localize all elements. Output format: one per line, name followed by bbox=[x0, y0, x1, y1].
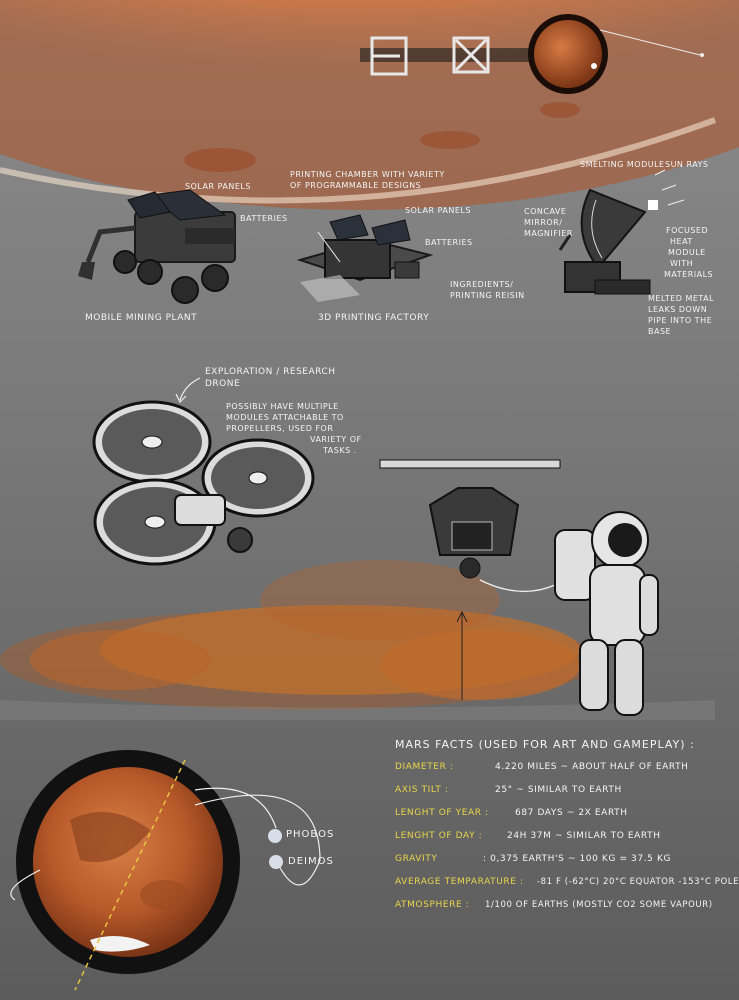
mars-logo-icon bbox=[528, 14, 704, 94]
label-focused-5: MATERIALS bbox=[664, 270, 714, 279]
label-modules-5: TASKS . bbox=[323, 446, 357, 455]
dust-cloud bbox=[0, 560, 715, 720]
fact-label: ATMOSPHERE : bbox=[395, 900, 470, 910]
fact-label: GRAVITY bbox=[395, 854, 438, 864]
label-batteries-1: BATTERIES bbox=[240, 214, 288, 223]
phobos-label: PHOBOS bbox=[286, 829, 335, 840]
mars-globe bbox=[10, 750, 321, 991]
fact-value: 4.220 MILES ~ ABOUT HALF OF EARTH bbox=[495, 762, 689, 772]
label-modules-1: POSSIBLY HAVE MULTIPLE bbox=[226, 402, 339, 411]
label-ingredients-1: INGREDIENTS/ bbox=[450, 280, 514, 289]
fact-value: : 0,375 EARTH's ~ 100 kg = 37.5 kg bbox=[483, 854, 672, 864]
label-modules-3: PROPELLERS, USED FOR bbox=[226, 424, 334, 433]
drone-arrow-icon bbox=[179, 377, 201, 401]
label-sun-rays: SUN RAYS bbox=[665, 160, 709, 169]
fact-value: -81 F (-62°C) 20°C EQUATOR -153°C POLE bbox=[537, 877, 739, 887]
label-focused-1: FOCUSED bbox=[666, 226, 709, 235]
logo-x-icon bbox=[452, 36, 490, 74]
label-batteries-2: BATTERIES bbox=[425, 238, 473, 247]
fact-row: AXIS TILT : 25° ~ SIMILAR TO EARTH bbox=[395, 785, 710, 808]
label-focused-2: HEAT bbox=[670, 237, 693, 246]
fact-label: LENGHT OF DAY : bbox=[395, 831, 483, 841]
fact-value: 24h 37m ~ SIMILAR TO EARTH bbox=[507, 831, 661, 841]
fact-row: ATMOSPHERE : 1/100 OF EARTHS (MOSTLY CO2… bbox=[395, 900, 713, 923]
deimos-label: DEIMOS bbox=[288, 856, 334, 867]
solar-smelter-illustration bbox=[558, 169, 685, 295]
mars-facts-title: MARS FACTS (USED FOR ART AND GAMEPLAY) : bbox=[395, 738, 695, 751]
fact-label: LENGHT OF YEAR : bbox=[395, 808, 489, 818]
label-printing-chamber-2: OF PROGRAMMABLE DESIGNS bbox=[290, 181, 422, 190]
label-melted-3: PIPE INTO THE bbox=[648, 316, 713, 325]
label-melted-4: BASE bbox=[648, 327, 672, 336]
label-focused-3: MODULE bbox=[668, 248, 706, 257]
label-melted-2: LEAKS DOWN bbox=[648, 305, 708, 314]
label-solar-panels-1: SOLAR PANELS bbox=[185, 182, 251, 191]
fact-label: AVERAGE TEMPARATURE : bbox=[395, 877, 524, 887]
label-modules-2: MODULES ATTACHABLE TO bbox=[226, 413, 344, 422]
printing-factory-illustration bbox=[296, 214, 434, 302]
label-printing-chamber-1: PRINTING CHAMBER WITH VARIETY bbox=[290, 170, 445, 179]
fact-value: 687 DAYS ~ 2X EARTH bbox=[515, 808, 628, 818]
label-concave-3: MAGNIFIER bbox=[524, 229, 573, 238]
label-printing-factory: 3D PRINTING FACTORY bbox=[318, 313, 430, 323]
mobile-mining-plant-illustration bbox=[78, 189, 236, 304]
fact-value: 25° ~ SIMILAR TO EARTH bbox=[495, 785, 622, 795]
fact-value: 1/100 OF EARTHS (MOSTLY CO2 SOME VAPOUR) bbox=[485, 900, 713, 910]
label-modules-4: VARIETY OF bbox=[310, 435, 362, 444]
exploration-drone-illustration bbox=[92, 400, 315, 566]
hover-drone-illustration bbox=[379, 459, 561, 700]
fact-row: DIAMETER : 4.220 MILES ~ ABOUT HALF OF E… bbox=[395, 762, 710, 785]
label-focused-4: WITH bbox=[670, 259, 694, 268]
logo-e-icon bbox=[370, 36, 408, 76]
label-smelting-module: SMELTING MODULE bbox=[580, 160, 665, 169]
label-concave-2: MIRROR/ bbox=[524, 218, 563, 227]
mars-facts-list: DIAMETER : 4.220 MILES ~ ABOUT HALF OF E… bbox=[395, 762, 739, 923]
label-solar-panels-2: SOLAR PANELS bbox=[405, 206, 471, 215]
label-drone-1: EXPLORATION / RESEARCH bbox=[205, 367, 336, 377]
logo-bar bbox=[360, 14, 704, 94]
fact-label: DIAMETER : bbox=[395, 762, 454, 772]
label-melted-1: MELTED METAL bbox=[648, 294, 715, 303]
fact-row: GRAVITY : 0,375 EARTH's ~ 100 kg = 37.5 … bbox=[395, 854, 710, 877]
fact-row: LENGHT OF DAY : 24h 37m ~ SIMILAR TO EAR… bbox=[395, 831, 710, 854]
label-ingredients-2: PRINTING REISIN bbox=[450, 291, 525, 300]
fact-row: AVERAGE TEMPARATURE : -81 F (-62°C) 20°C… bbox=[395, 877, 739, 900]
mars-horizon bbox=[0, 0, 739, 240]
label-concave-1: CONCAVE bbox=[524, 207, 567, 216]
fact-row: LENGHT OF YEAR : 687 DAYS ~ 2X EARTH bbox=[395, 808, 710, 831]
astronaut-illustration bbox=[554, 511, 659, 716]
label-mobile-mining-plant: MOBILE MINING PLANT bbox=[85, 313, 198, 323]
deimos-icon bbox=[269, 855, 283, 869]
phobos-icon bbox=[268, 829, 282, 843]
fact-label: AXIS TILT : bbox=[395, 785, 449, 795]
label-drone-2: DRONE bbox=[205, 379, 241, 389]
